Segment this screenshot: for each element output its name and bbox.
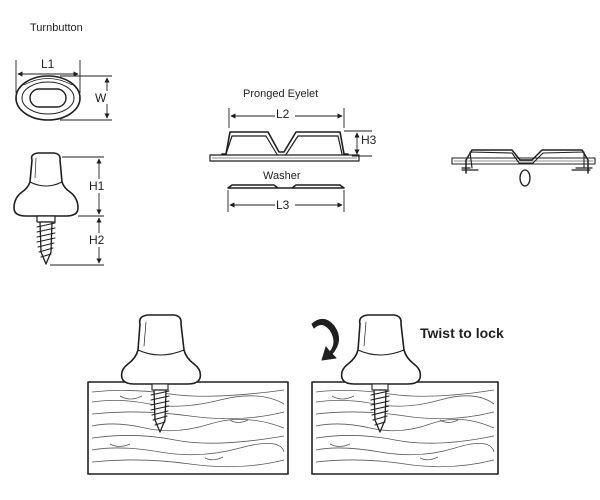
turnbutton-cap-rim bbox=[29, 181, 63, 187]
turnbutton-oval-ring bbox=[21, 81, 75, 115]
turnbutton-screw bbox=[39, 221, 53, 265]
wood-block-2 bbox=[311, 381, 499, 475]
turnbutton-slot bbox=[29, 88, 67, 108]
dim-l2-label: L2 bbox=[276, 107, 290, 121]
turnbutton-cap-shade bbox=[34, 157, 37, 179]
assembly-eyelet-inner bbox=[469, 151, 585, 169]
dim-w-label: W bbox=[95, 91, 107, 105]
washer-label: Washer bbox=[263, 170, 301, 182]
eyelet-body bbox=[221, 131, 349, 155]
wood-block-1 bbox=[87, 381, 289, 475]
turnbutton-cap-1 bbox=[120, 314, 202, 385]
turnbutton-side-view: H1 H2 bbox=[13, 152, 108, 266]
curved-rotate-arrow-icon bbox=[311, 319, 339, 361]
turnbutton-highlight bbox=[23, 78, 73, 86]
wood-grain-1 bbox=[91, 389, 285, 468]
turnbutton-cap bbox=[13, 152, 79, 217]
assembled-cross-section bbox=[451, 149, 596, 187]
washer-body bbox=[227, 184, 345, 189]
install-step-1 bbox=[87, 314, 289, 475]
turnbutton-collar bbox=[36, 215, 56, 223]
turnbutton-top-view: Turnbutton L1 W bbox=[15, 22, 112, 121]
dim-h1-label: H1 bbox=[89, 179, 105, 193]
pronged-eyelet-label: Pronged Eyelet bbox=[243, 88, 318, 100]
assembly-prong-tip bbox=[519, 169, 531, 187]
eyelet-inner-line bbox=[225, 135, 343, 157]
install-step-2: Twist to lock bbox=[311, 314, 504, 475]
wood-grain-2 bbox=[315, 389, 495, 468]
assembly-eyelet bbox=[465, 149, 589, 174]
dim-l1-label: L1 bbox=[41, 57, 55, 71]
turnbutton-label: Turnbutton bbox=[30, 22, 83, 34]
dim-h2-label: H2 bbox=[89, 233, 105, 247]
pronged-eyelet-view: Pronged Eyelet L2 H3 Washer L3 bbox=[209, 88, 377, 212]
dim-h3-label: H3 bbox=[361, 133, 377, 147]
dim-l3-label: L3 bbox=[276, 198, 290, 212]
screw-2 bbox=[373, 389, 387, 433]
screw-1 bbox=[153, 389, 167, 433]
turnbutton-cap-2 bbox=[340, 314, 422, 385]
twist-to-lock-label: Twist to lock bbox=[420, 325, 504, 341]
turnbutton-screw-thread bbox=[36, 222, 56, 258]
